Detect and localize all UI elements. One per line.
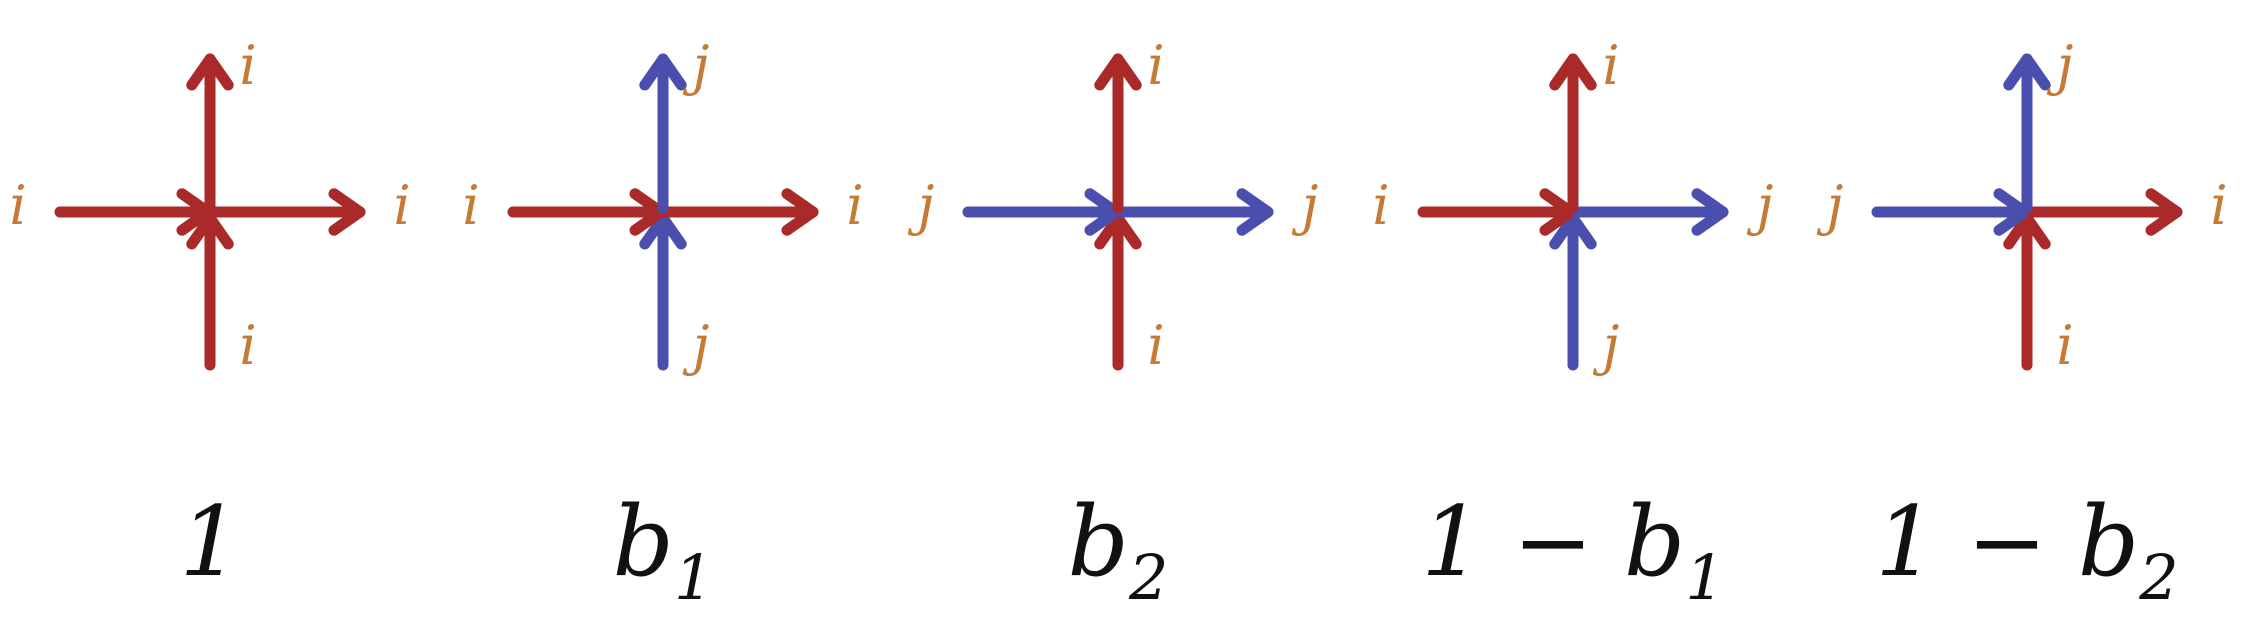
vertex-weight-subscript: 2 [1128,541,1168,614]
edge-right-arrowhead [328,188,366,236]
vertex-weight-main: b [613,486,674,598]
vertex-5: j i j i 1 − b2 [1817,34,2228,614]
edge-top-label: j [683,34,710,97]
edge-left-label: i [9,174,26,237]
vertex-weight: 1 − b1 [1421,486,1724,614]
edge-top-label: i [239,34,256,97]
edge-right-arrowhead [1236,188,1274,236]
vertex-weight-main: 1 [179,486,240,598]
edge-bottom-arrowhead [2003,212,2051,250]
edge-right-label: i [2210,174,2227,237]
edge-right-arrowhead [1691,188,1729,236]
vertex-weight: 1 [179,486,240,598]
edge-right-label: j [1747,174,1774,237]
vertex-weight-main: 1 − b [1421,486,1685,598]
edge-top-arrowhead [639,53,687,91]
vertex-1: i i i i 1 [9,34,410,598]
edge-bottom-arrowhead [186,212,234,250]
edge-top-arrowhead [186,53,234,91]
edge-left-label: j [1817,174,1844,237]
vertex-weight-subscript: 2 [2138,541,2178,614]
edge-bottom-arrowhead [1549,212,1597,250]
edge-bottom-label: i [2056,314,2073,377]
edge-bottom-label: j [1593,314,1620,377]
vertex-weight: b2 [1068,486,1169,614]
edge-bottom-arrowhead [639,212,687,250]
vertex-weight-main: 1 − b [1875,486,2139,598]
edge-left-label: j [908,174,935,237]
edge-bottom-label: i [239,314,256,377]
vertex-weight: 1 − b2 [1875,486,2178,614]
vertex-4: i j i j 1 − b1 [1372,34,1773,614]
edge-right-label: i [393,174,410,237]
edge-left-label: i [462,174,479,237]
edge-right-arrowhead [781,188,819,236]
edge-top-label: j [2047,34,2074,97]
edge-right-label: i [846,174,863,237]
edge-left-label: i [1372,174,1389,237]
edge-top-arrowhead [1094,53,1142,91]
vertex-weight-main: b [1068,486,1129,598]
edge-top-arrowhead [1549,53,1597,91]
vertex-weight-subscript: 1 [1685,541,1724,614]
edge-top-label: i [1147,34,1164,97]
edge-right-label: j [1292,174,1319,237]
edge-bottom-label: i [1147,314,1164,377]
edge-top-label: i [1602,34,1619,97]
vertex-2: i i j j b1 [462,34,863,614]
edge-top-arrowhead [2003,53,2051,91]
edge-bottom-label: j [683,314,710,377]
edge-right-arrowhead [2145,188,2183,236]
vertex-3: j j i i b2 [908,34,1319,614]
vertex-weight: b1 [613,486,714,614]
edge-bottom-arrowhead [1094,212,1142,250]
vertex-weight-subscript: 1 [674,541,713,614]
